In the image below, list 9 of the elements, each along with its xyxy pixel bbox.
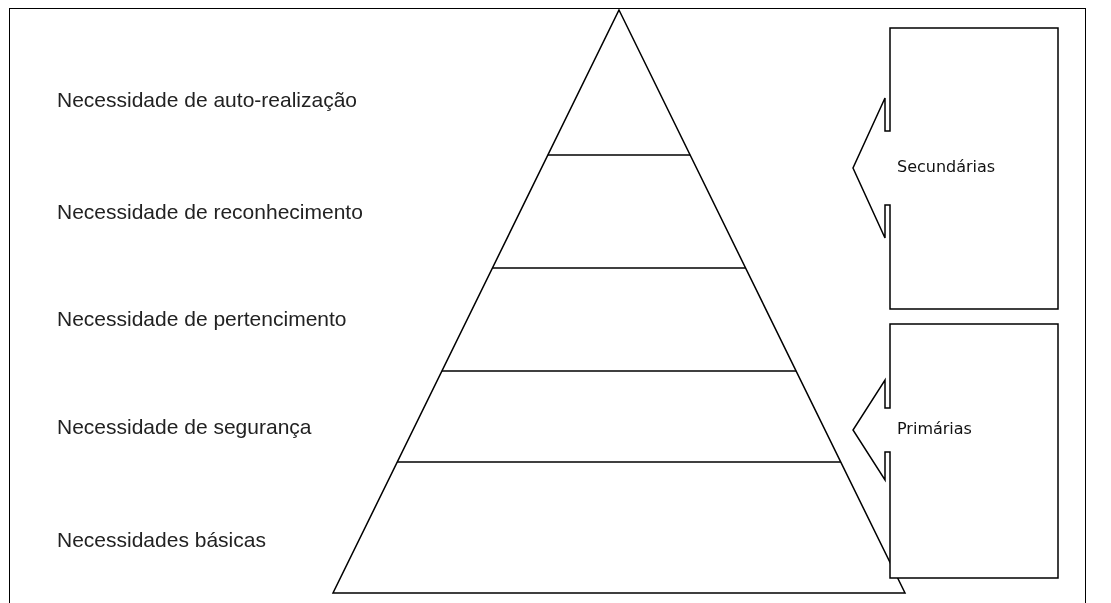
group-label: Primárias	[897, 419, 972, 438]
level-label: Necessidade de segurança	[57, 415, 312, 439]
level-label: Necessidades básicas	[57, 528, 266, 552]
group-label: Secundárias	[897, 157, 996, 176]
level-label: Necessidade de auto-realização	[57, 88, 358, 112]
level-label: Necessidade de pertencimento	[57, 307, 347, 331]
arrow-callout	[852, 323, 1060, 579]
level-label: Necessidade de reconhecimento	[57, 200, 363, 224]
arrow-callout	[852, 27, 1060, 310]
